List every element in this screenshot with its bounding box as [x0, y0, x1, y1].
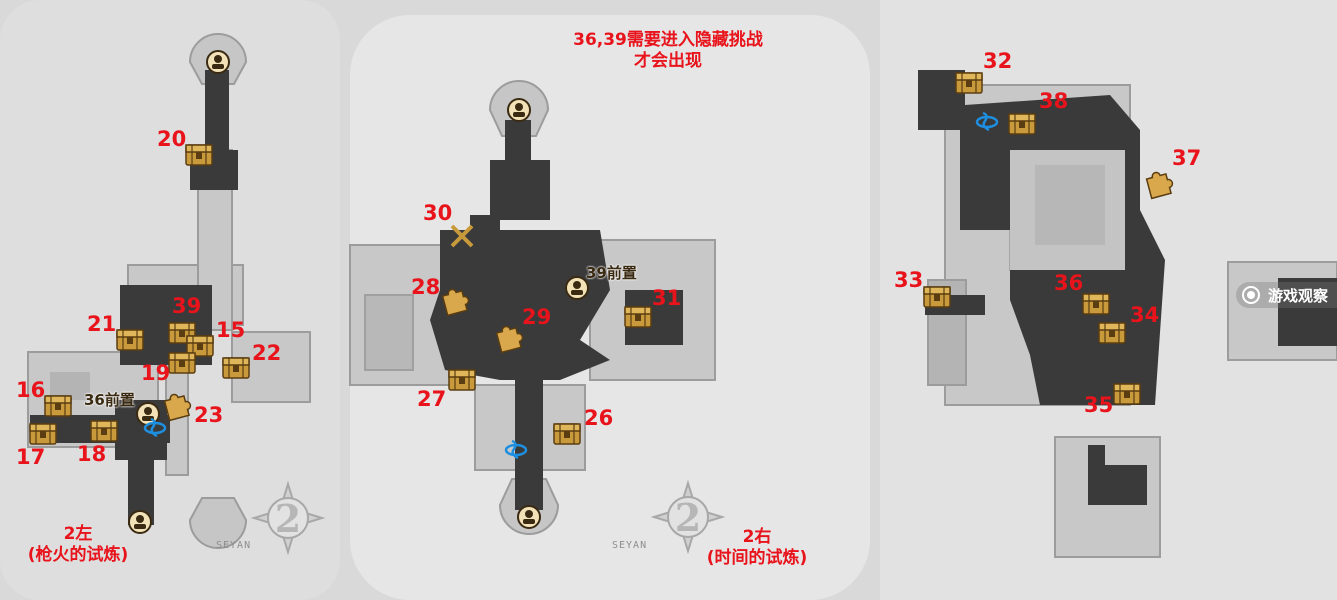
right-map-subtitle: (时间的试炼) [706, 548, 808, 568]
treasure-chest-icon [185, 144, 213, 166]
marker-34: 34 [1130, 303, 1160, 327]
marker-37: 37 [1172, 146, 1202, 170]
statue-icon [206, 50, 230, 74]
floor-number-right: 2 [675, 495, 701, 540]
crossed-swords-icon [450, 224, 474, 248]
treasure-chest-icon [90, 420, 118, 442]
prereq-39-label: 39前置 [586, 264, 637, 282]
marker-28: 28 [411, 275, 441, 299]
marker-22: 22 [252, 341, 282, 365]
eye-logo-icon [1242, 286, 1260, 304]
statue-icon [517, 505, 541, 529]
center-map [349, 80, 716, 535]
statue-icon [507, 98, 531, 122]
brand-text-right: SEYAN [612, 540, 648, 551]
marker-35: 35 [1084, 393, 1114, 417]
brand-text-left: SEYAN [216, 540, 252, 551]
left-map-name: 2左 [63, 524, 93, 544]
marker-21: 21 [87, 312, 117, 336]
note-line-2: 才会出现 [634, 51, 702, 71]
marker-17: 17 [16, 445, 46, 469]
marker-16: 16 [16, 378, 46, 402]
marker-15: 15 [216, 318, 246, 342]
watermark-text: 游戏观察 [1268, 286, 1329, 305]
marker-39: 39 [172, 294, 202, 318]
treasure-chest-icon [624, 306, 652, 328]
right-map [918, 70, 1337, 558]
marker-33: 33 [894, 268, 924, 292]
marker-26: 26 [584, 406, 614, 430]
treasure-chest-icon [1082, 293, 1110, 315]
marker-38: 38 [1039, 89, 1069, 113]
treasure-chest-icon [44, 395, 72, 417]
treasure-chest-icon [1113, 383, 1141, 405]
statue-icon [128, 510, 152, 534]
marker-30: 30 [423, 201, 453, 225]
treasure-chest-icon [955, 72, 983, 94]
treasure-chest-icon [222, 357, 250, 379]
treasure-chest-icon [116, 329, 144, 351]
marker-31: 31 [652, 286, 682, 310]
note-line-1: 36,39需要进入隐藏挑战 [573, 30, 763, 50]
marker-20: 20 [157, 127, 187, 151]
prereq-36-label: 36前置 [84, 391, 135, 409]
left-map-title: 2左 (枪火的试炼) [28, 524, 129, 566]
right-map-title: 2右 (时间的试炼) [707, 527, 808, 569]
statue-icon [565, 276, 589, 300]
marker-18: 18 [77, 442, 107, 466]
marker-19: 19 [141, 361, 171, 385]
left-map-subtitle: (枪火的试炼) [27, 545, 129, 565]
treasure-chest-icon [923, 286, 951, 308]
marker-32: 32 [983, 49, 1013, 73]
treasure-chest-icon [448, 369, 476, 391]
treasure-chest-icon [1008, 113, 1036, 135]
treasure-chest-icon [168, 352, 196, 374]
treasure-chest-icon [1098, 322, 1126, 344]
floor-number-left: 2 [275, 496, 301, 541]
marker-36: 36 [1054, 271, 1084, 295]
marker-27: 27 [417, 387, 447, 411]
marker-23: 23 [194, 403, 224, 427]
treasure-chest-icon [553, 423, 581, 445]
right-map-name: 2右 [742, 527, 772, 547]
treasure-chest-icon [29, 423, 57, 445]
watermark-badge: 游戏观察 [1236, 282, 1337, 308]
hidden-challenge-note: 36,39需要进入隐藏挑战 才会出现 [573, 30, 763, 72]
marker-29: 29 [522, 305, 552, 329]
